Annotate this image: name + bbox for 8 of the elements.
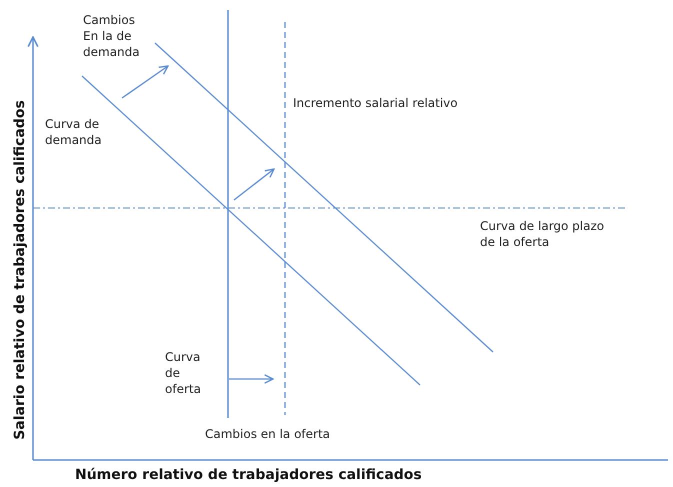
curve-label: Curva de oferta	[165, 349, 202, 397]
annotation: Cambios En la de demanda	[83, 12, 141, 60]
axis-title: Salario relativo de trabajadores calificados	[12, 99, 28, 442]
curve-label: Curva de demanda	[45, 116, 103, 148]
annotation: Incremento salarial relativo	[293, 95, 459, 111]
axis-title: Número relativo de trabajadores calificados	[75, 467, 422, 483]
annotation: Cambios en la oferta	[205, 426, 332, 442]
curve-label: Curva de largo plazo de la oferta	[480, 218, 606, 250]
